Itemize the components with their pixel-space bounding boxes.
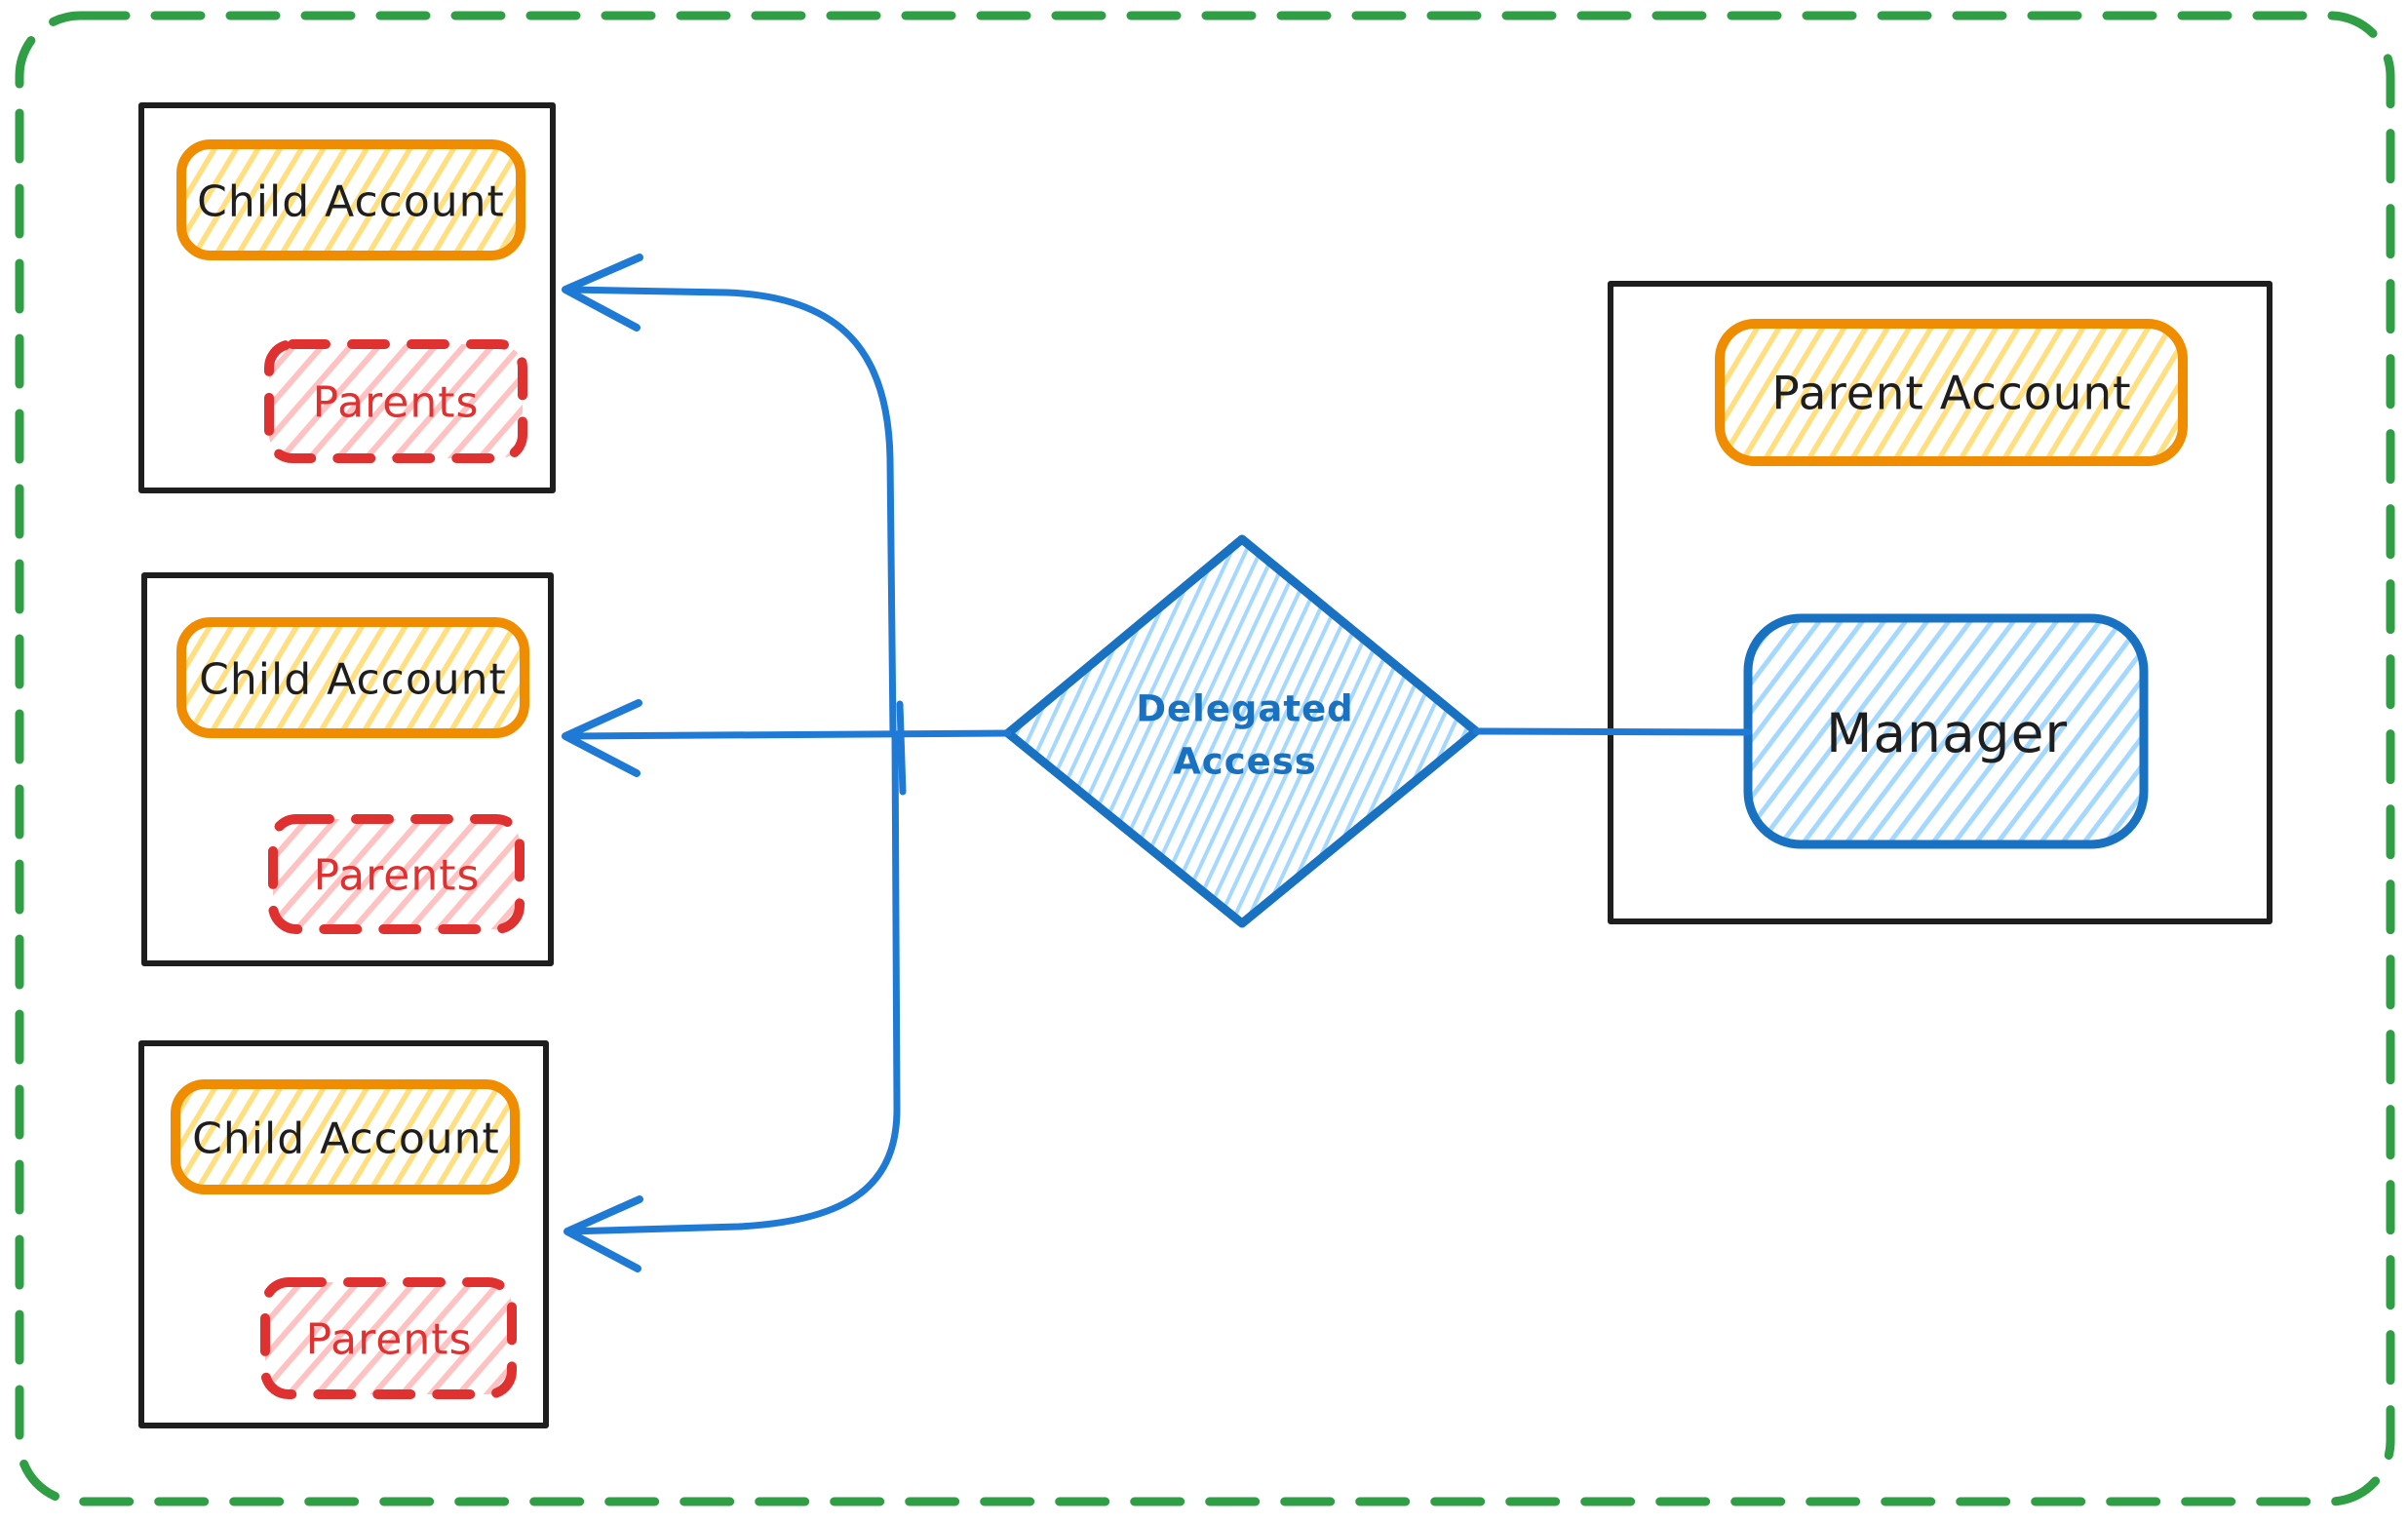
delegated-access-diamond[interactable]: Delegated Access bbox=[1003, 534, 1481, 928]
child-account-2-label-pill[interactable] bbox=[176, 617, 529, 738]
diamond-label-line1: Delegated bbox=[1136, 688, 1353, 730]
junction-overshoot-stroke bbox=[896, 700, 907, 796]
parent-account-label: Parent Account bbox=[1771, 368, 2131, 421]
child-account-2-label: Child Account bbox=[199, 655, 507, 705]
parent-account-card[interactable]: Parent Account Manager bbox=[1608, 281, 2272, 924]
arrow-to-child-2[interactable] bbox=[562, 699, 1012, 777]
parents-label-3: Parents bbox=[306, 1315, 473, 1365]
diamond-shape[interactable] bbox=[1003, 534, 1481, 928]
parents-box-3[interactable] bbox=[260, 1277, 517, 1399]
arrow-to-child-2-head bbox=[562, 699, 642, 777]
canvas-frame-border bbox=[15, 11, 2395, 1506]
parents-label-1: Parents bbox=[313, 378, 480, 428]
arrow-to-child-3-head bbox=[563, 1195, 643, 1272]
child-account-card-2[interactable]: Child Account Parents bbox=[141, 572, 554, 966]
connector-manager-to-diamond[interactable] bbox=[1472, 727, 1752, 736]
child-account-3-label-pill[interactable] bbox=[171, 1079, 520, 1194]
parent-account-label-pill[interactable] bbox=[1715, 319, 2188, 466]
parents-box-1[interactable] bbox=[264, 339, 527, 463]
child-account-card-3[interactable]: Child Account Parents bbox=[138, 1040, 549, 1428]
child-account-1-label: Child Account bbox=[197, 177, 505, 227]
parents-box-2[interactable] bbox=[268, 814, 524, 934]
arrow-to-child-1-head bbox=[562, 254, 643, 332]
arrow-to-child-2-line[interactable] bbox=[565, 729, 1012, 740]
child-account-1-label-pill[interactable] bbox=[176, 139, 525, 260]
child-account-card-1[interactable]: Child Account Parents bbox=[138, 102, 556, 493]
arrow-to-child-1-line[interactable] bbox=[565, 286, 897, 738]
manager-diamond-line[interactable] bbox=[1472, 727, 1752, 736]
parents-label-2: Parents bbox=[314, 851, 481, 901]
diamond-label-line2: Access bbox=[1173, 741, 1317, 783]
manager-label: Manager bbox=[1826, 702, 2068, 764]
arrow-to-child-1[interactable] bbox=[562, 254, 897, 738]
arrow-to-child-3[interactable] bbox=[563, 730, 901, 1272]
child-account-3-label: Child Account bbox=[192, 1114, 500, 1164]
arrow-to-child-3-line[interactable] bbox=[565, 730, 901, 1235]
